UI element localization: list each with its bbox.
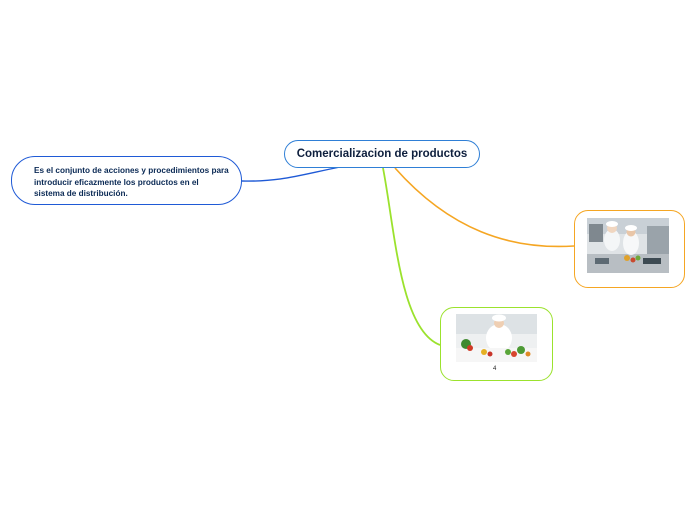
definition-node[interactable]: Es el conjunto de acciones y procedimien… bbox=[11, 156, 242, 205]
definition-text: Es el conjunto de acciones y procedimien… bbox=[34, 166, 229, 199]
link-to-orange-image bbox=[394, 167, 575, 248]
link-to-definition bbox=[241, 166, 341, 182]
chef-with-vegetables-photo bbox=[456, 314, 537, 362]
link-to-green-image bbox=[382, 167, 441, 346]
image-caption: 4 bbox=[493, 366, 497, 372]
central-topic-label: Comercializacion de productos bbox=[296, 148, 468, 160]
image-node-vegetables[interactable]: 4 bbox=[440, 307, 553, 381]
image-node-kitchen[interactable] bbox=[574, 210, 685, 288]
central-topic-node[interactable]: Comercializacion de productos bbox=[284, 140, 480, 168]
chefs-in-kitchen-photo bbox=[587, 218, 669, 273]
